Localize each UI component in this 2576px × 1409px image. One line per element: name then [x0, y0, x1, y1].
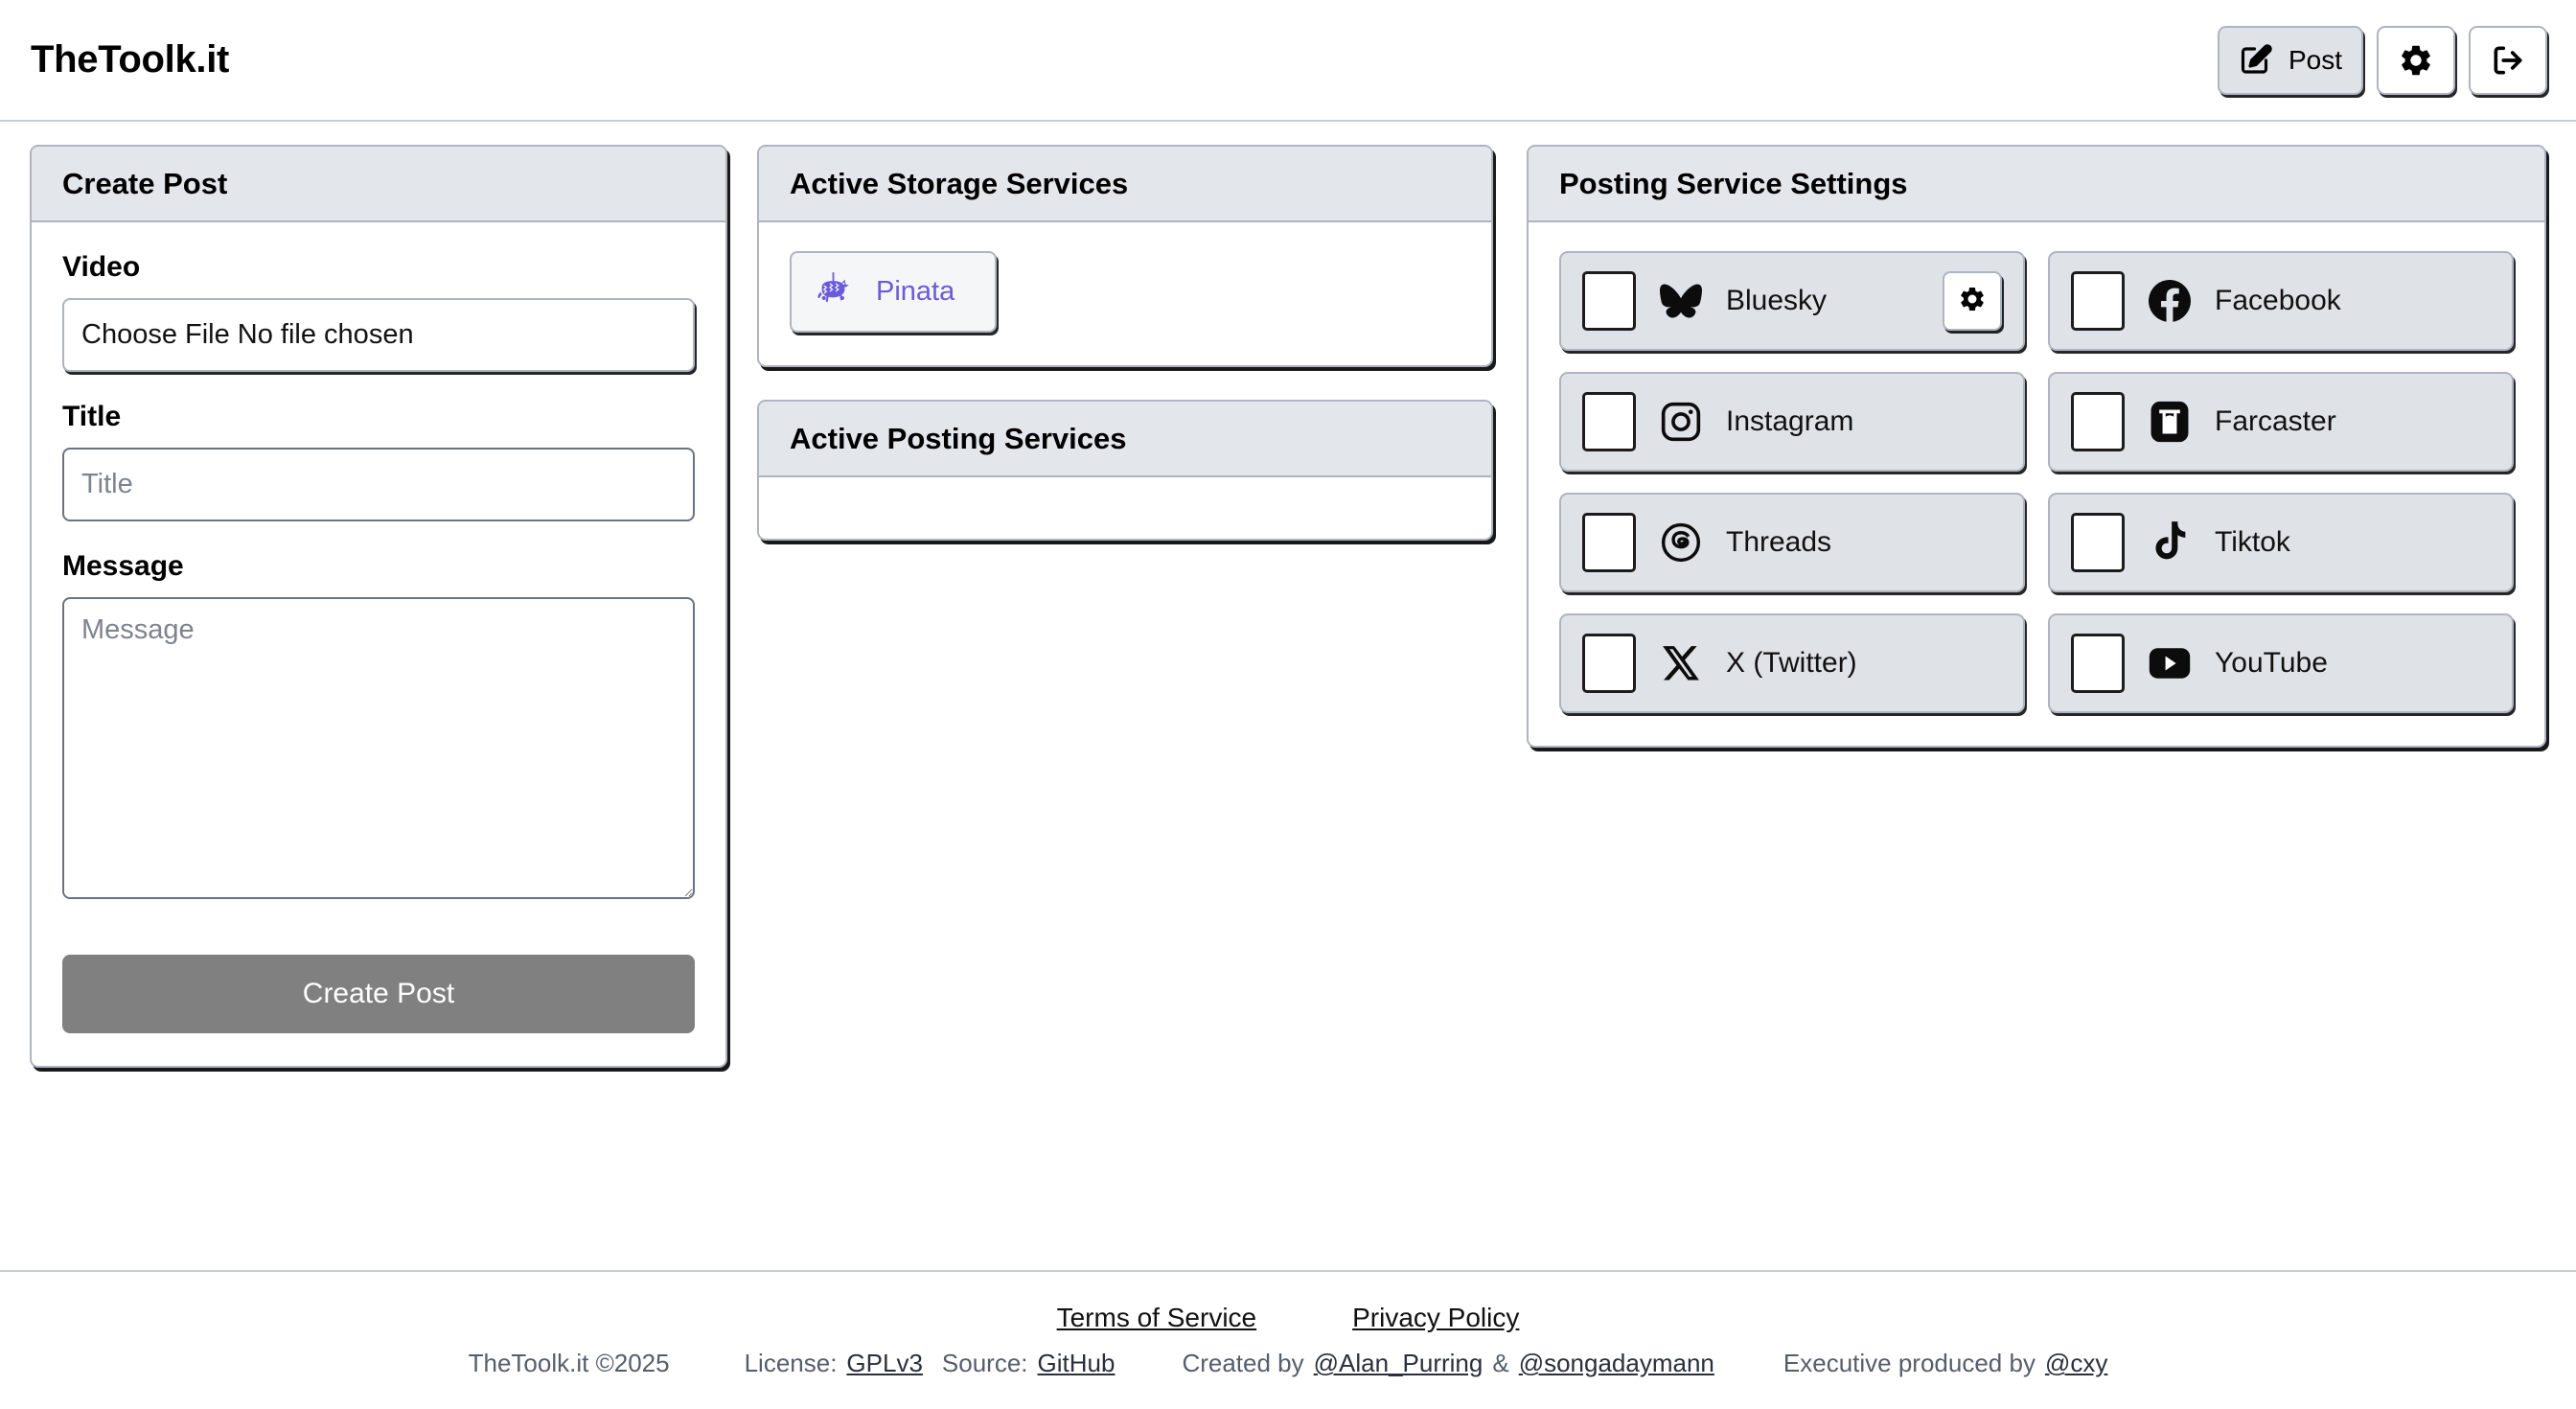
logout-nav-button[interactable] [2469, 25, 2547, 95]
posting-service-label: Facebook [2215, 285, 2341, 316]
threads-checkbox[interactable] [1582, 513, 1636, 572]
main-content: Create Post Video Choose File No file ch… [0, 122, 2576, 1270]
executive-producer-group: Executive produced by @cxy [1783, 1349, 2107, 1378]
tiktok-icon [2148, 521, 2192, 564]
exec-link[interactable]: @cxy [2044, 1349, 2108, 1377]
x-twitter-icon [1659, 643, 1703, 683]
license-link[interactable]: GPLv3 [846, 1349, 923, 1377]
license-group: License: GPLv3 [745, 1349, 923, 1378]
posting-settings-title: Posting Service Settings [1529, 147, 2544, 222]
active-posting-card: Active Posting Services [757, 400, 1493, 541]
posting-service-label: Farcaster [2215, 405, 2336, 437]
facebook-checkbox[interactable] [2071, 271, 2125, 331]
source-group: Source: GitHub [942, 1349, 1116, 1378]
source-link[interactable]: GitHub [1037, 1349, 1116, 1377]
posting-service-bluesky[interactable]: Bluesky [1559, 251, 2025, 351]
created-by-group: Created by @Alan_Purring & @songadaymann [1182, 1349, 1714, 1378]
title-field: Title [62, 401, 695, 521]
posting-service-tiktok[interactable]: Tiktok [2048, 493, 2514, 592]
exec-prefix: Executive produced by [1782, 1349, 2036, 1377]
privacy-policy-link[interactable]: Privacy Policy [1352, 1303, 1520, 1332]
farcaster-icon [2148, 401, 2192, 443]
settings-nav-button[interactable] [2377, 25, 2455, 95]
posting-service-label: Instagram [1726, 405, 1854, 437]
logout-icon [2490, 42, 2526, 79]
pencil-square-icon [2239, 43, 2273, 78]
bluesky-settings-button[interactable] [1943, 271, 2002, 331]
source-prefix: Source: [941, 1349, 1028, 1377]
posting-service-farcaster[interactable]: Farcaster [2048, 372, 2514, 472]
app-brand: TheToolk.it [31, 38, 230, 81]
active-storage-title: Active Storage Services [759, 147, 1491, 222]
bluesky-icon [1659, 282, 1703, 320]
gear-icon [2398, 42, 2434, 79]
creator-two-link[interactable]: @songadaymann [1518, 1349, 1714, 1377]
message-field: Message [62, 550, 695, 899]
creator-one-link[interactable]: @Alan_Purring [1313, 1349, 1484, 1377]
posting-service-threads[interactable]: Threads [1559, 493, 2025, 592]
title-input[interactable] [62, 448, 695, 521]
x-twitter-checkbox[interactable] [1582, 634, 1636, 693]
license-prefix: License: [744, 1349, 838, 1377]
active-services-column: Active Storage Services [757, 145, 1514, 573]
posting-service-facebook[interactable]: Facebook [2048, 251, 2514, 351]
header-actions: Post [2217, 25, 2547, 95]
create-post-submit-button[interactable]: Create Post [62, 955, 695, 1033]
active-posting-title: Active Posting Services [759, 402, 1491, 477]
storage-service-pinata[interactable]: Pinata [790, 251, 998, 333]
posting-settings-column: Posting Service Settings Bluesky [1514, 145, 2576, 780]
create-post-body: Video Choose File No file chosen Title M… [32, 222, 725, 1066]
posting-settings-body: Bluesky [1529, 222, 2544, 746]
threads-icon [1659, 521, 1703, 564]
created-by-prefix: Created by [1182, 1349, 1304, 1377]
create-post-card: Create Post Video Choose File No file ch… [30, 145, 727, 1068]
youtube-icon [2148, 644, 2192, 682]
facebook-icon [2148, 280, 2192, 322]
message-textarea[interactable] [62, 597, 695, 899]
instagram-icon [1659, 401, 1703, 443]
page-footer: Terms of Service Privacy Policy TheToolk… [0, 1270, 2576, 1409]
copyright-text: TheToolk.it ©2025 [468, 1349, 670, 1377]
terms-of-service-link[interactable]: Terms of Service [1056, 1303, 1257, 1332]
posting-service-label: Threads [1726, 526, 1832, 558]
video-field: Video Choose File No file chosen [62, 251, 695, 372]
posting-service-label: X (Twitter) [1726, 647, 1857, 679]
gear-icon [1958, 285, 1987, 318]
video-file-input[interactable]: Choose File No file chosen [62, 298, 695, 372]
post-nav-label: Post [2288, 44, 2342, 75]
pinata-icon [813, 268, 855, 315]
app-header: TheToolk.it Post [0, 0, 2576, 122]
posting-service-x-twitter[interactable]: X (Twitter) [1559, 613, 2025, 713]
active-storage-card: Active Storage Services [757, 145, 1493, 367]
tiktok-checkbox[interactable] [2071, 513, 2125, 572]
posting-service-youtube[interactable]: YouTube [2048, 613, 2514, 713]
create-post-column: Create Post Video Choose File No file ch… [0, 145, 757, 1100]
footer-meta: TheToolk.it ©2025 License: GPLv3 Source:… [469, 1349, 2108, 1378]
farcaster-checkbox[interactable] [2071, 392, 2125, 451]
create-post-title: Create Post [32, 147, 725, 222]
footer-links: Terms of Service Privacy Policy [1057, 1303, 1520, 1333]
storage-service-name: Pinata [876, 276, 955, 307]
video-label: Video [62, 251, 141, 283]
creator-join: & [1492, 1349, 1509, 1377]
posting-settings-card: Posting Service Settings Bluesky [1527, 145, 2546, 748]
posting-service-label: Bluesky [1726, 285, 1828, 316]
youtube-checkbox[interactable] [2071, 634, 2125, 693]
posting-service-instagram[interactable]: Instagram [1559, 372, 2025, 472]
post-nav-button[interactable]: Post [2217, 25, 2363, 95]
active-posting-body [759, 477, 1491, 539]
instagram-checkbox[interactable] [1582, 392, 1636, 451]
posting-services-grid: Bluesky [1559, 251, 2514, 713]
active-storage-body: Pinata [759, 222, 1491, 365]
bluesky-checkbox[interactable] [1582, 271, 1636, 331]
message-label: Message [62, 550, 184, 582]
posting-service-label: YouTube [2215, 647, 2328, 679]
title-label: Title [62, 401, 122, 432]
posting-service-label: Tiktok [2215, 526, 2290, 558]
